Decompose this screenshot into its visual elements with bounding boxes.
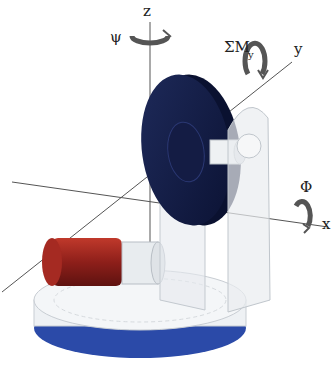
- axis-label: x: [322, 217, 330, 232]
- angle-label: Φ: [300, 180, 312, 195]
- flywheel: [132, 69, 240, 232]
- axis-label: z: [143, 4, 151, 19]
- phi-arrow-head: [303, 224, 309, 233]
- axis-label: y: [294, 42, 302, 57]
- right-support: [228, 107, 270, 312]
- motor-body: [52, 238, 122, 286]
- psi-arrow-head: [162, 30, 170, 41]
- moment-arrow-head: [258, 70, 268, 78]
- phi-arrow: [296, 201, 310, 226]
- moment-label: ΣM: [224, 40, 250, 55]
- moment-subscript: y: [248, 50, 254, 60]
- bearing: [237, 134, 261, 158]
- motor-end: [42, 238, 62, 286]
- angle-label: ψ: [110, 30, 122, 45]
- wheel-hub: [164, 120, 208, 184]
